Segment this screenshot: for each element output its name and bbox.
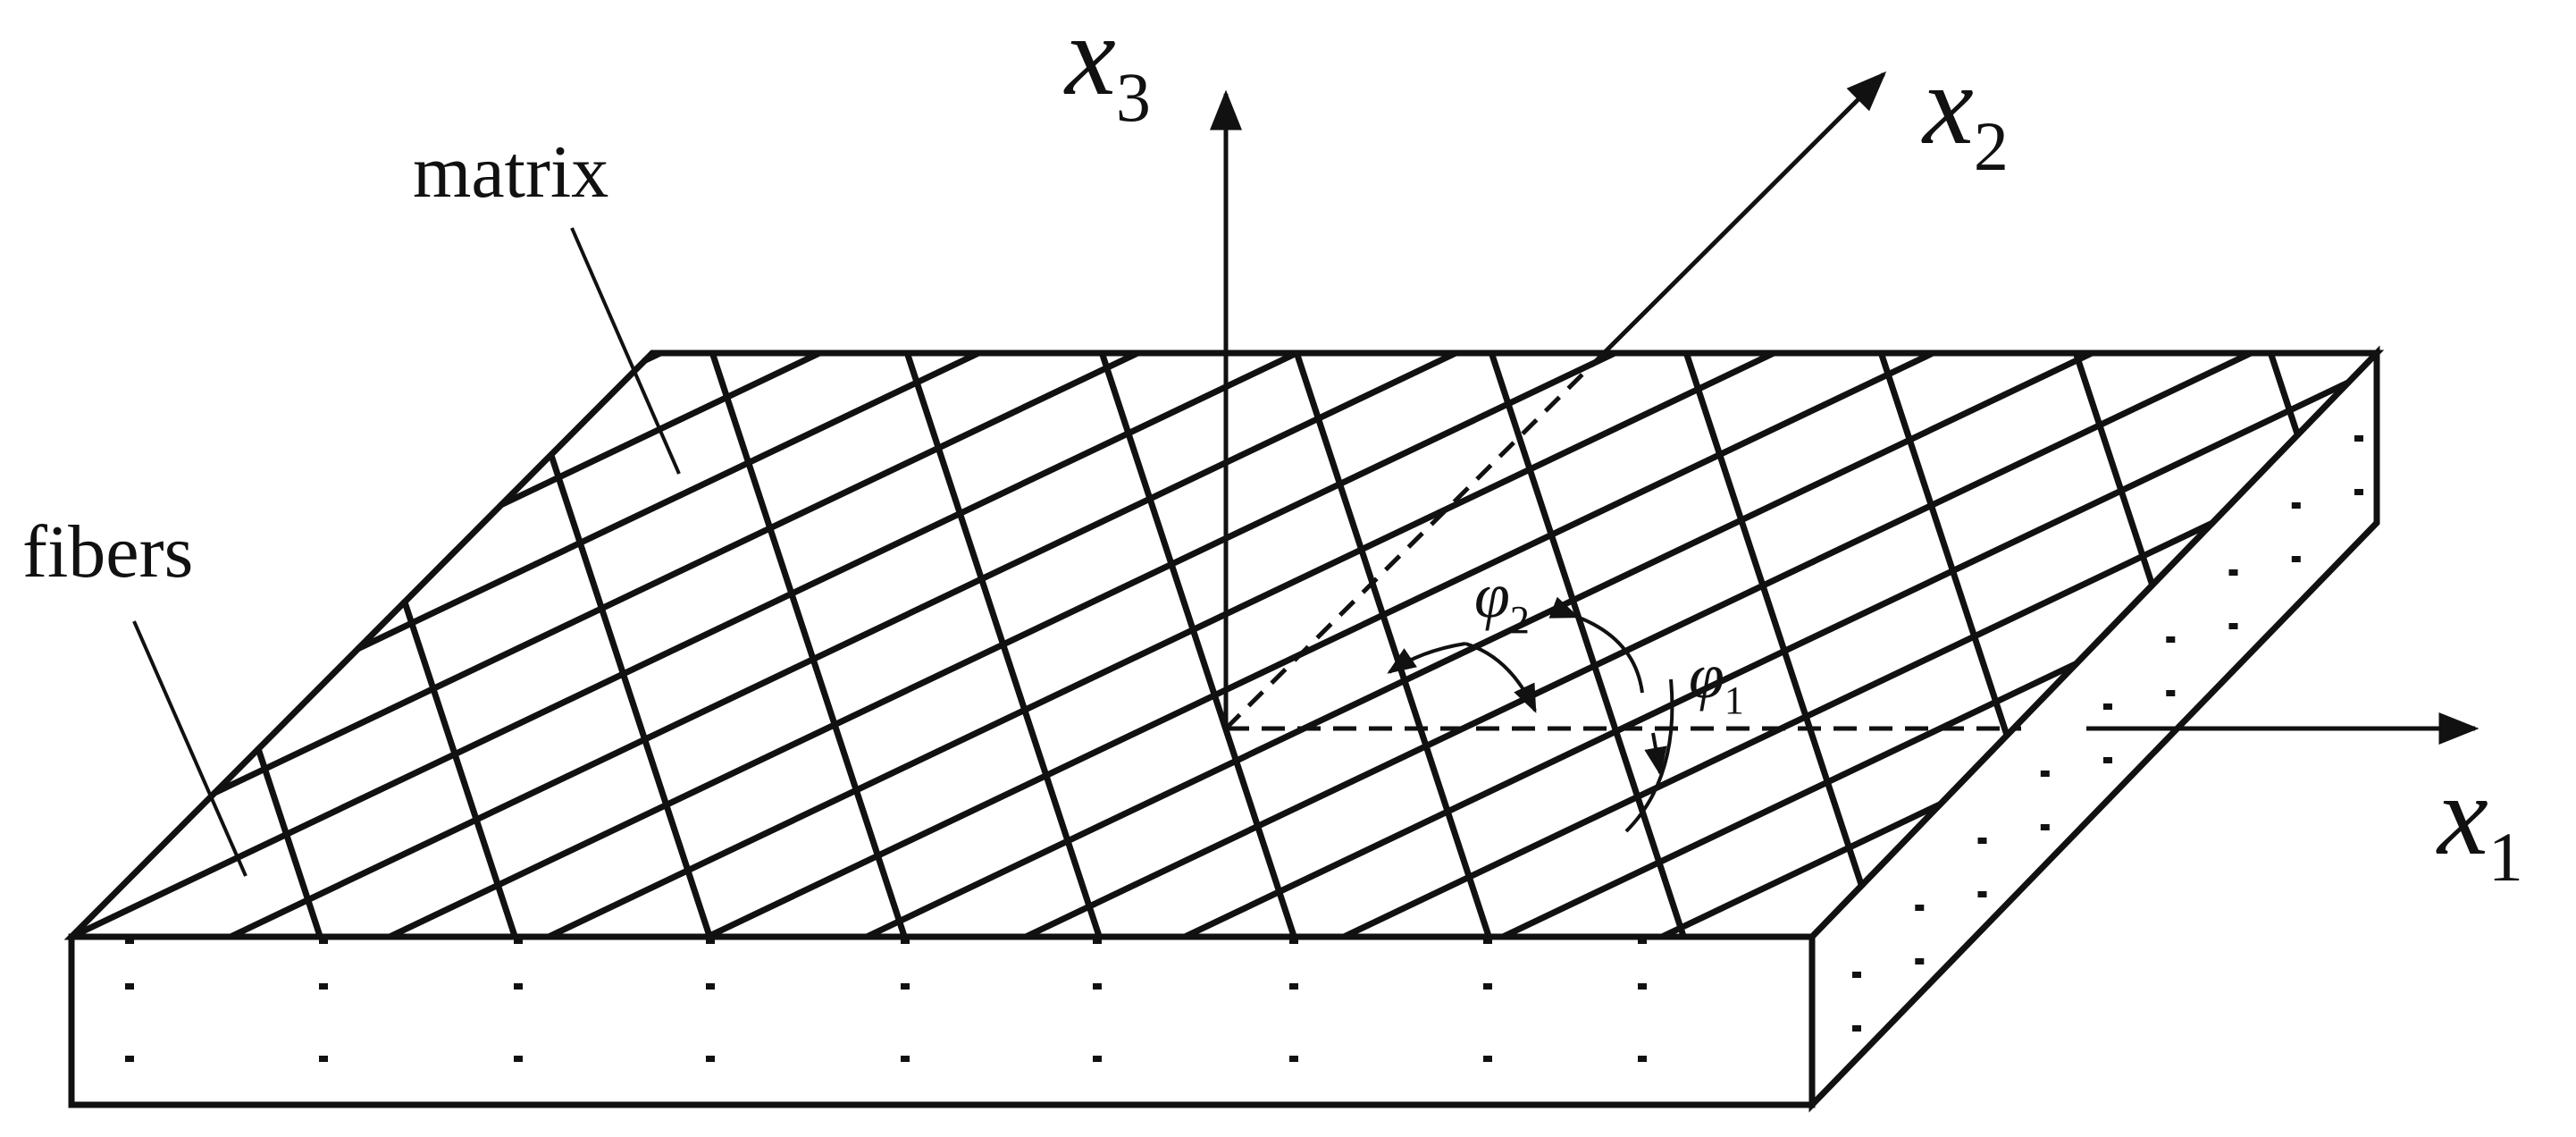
dot-top-6	[1289, 938, 1298, 944]
dot-top-2	[514, 938, 523, 944]
fiber-b-8	[386, 350, 1618, 940]
axes	[1210, 71, 2480, 745]
fiber-a-2	[548, 451, 713, 940]
fiber-a-11	[2267, 350, 2301, 438]
dot-mid-6	[1289, 983, 1298, 990]
dot-low-4	[901, 1056, 910, 1062]
dot-top-5	[1093, 938, 1102, 944]
dot-right-a-2	[1977, 838, 1987, 844]
fiber-b-11	[863, 350, 2095, 940]
x1-label: x1	[2436, 752, 2523, 896]
dot-mid-5	[1093, 983, 1102, 990]
dot-top-8	[1638, 938, 1647, 944]
dot-low-8	[1638, 1056, 1647, 1062]
x2-label: x2	[1921, 41, 2009, 185]
matrix-label: matrix	[413, 131, 608, 214]
plate-outline	[63, 345, 2385, 1113]
fiber-b-10	[704, 350, 1936, 940]
dot-right-a-4	[2103, 703, 2112, 710]
dot-top-1	[319, 938, 328, 944]
fiber-b-12	[1022, 350, 2254, 940]
dot-top-0	[125, 938, 134, 944]
fiber-grid	[68, 350, 2352, 940]
right-face	[1808, 345, 2380, 1113]
fibers-leader	[132, 620, 248, 877]
dot-low-7	[1483, 1056, 1492, 1062]
matrix-leader	[570, 227, 681, 475]
dot-mid-8	[1638, 983, 1647, 990]
fiber-b-16	[1658, 801, 1944, 940]
x2-axis	[1602, 71, 1887, 355]
dot-low-0	[125, 1056, 134, 1062]
dot-right-b-8	[2354, 489, 2363, 495]
dot-low-6	[1289, 1056, 1298, 1062]
fiber-a-0	[255, 745, 323, 940]
dot-right-b-5	[2166, 690, 2176, 696]
dot-right-a-6	[2228, 569, 2238, 576]
fiber-a-5	[1098, 350, 1297, 940]
fiber-a-7	[1488, 350, 1687, 940]
x3-label: x3	[1063, 0, 1151, 136]
phi1-arc	[1548, 596, 1644, 694]
dot-top-4	[901, 938, 910, 944]
dot-right-b-7	[2291, 556, 2301, 562]
dot-mid-1	[319, 983, 328, 990]
fiber-b-4	[355, 350, 982, 653]
phi2-label: φ2	[1474, 560, 1530, 642]
fiber-a-6	[1293, 350, 1492, 940]
dot-mid-7	[1483, 983, 1492, 990]
dot-low-3	[706, 1056, 715, 1062]
dot-right-b-2	[1977, 891, 1987, 897]
dot-right-b-3	[2040, 824, 2050, 830]
fiber-cross-section-dots	[125, 435, 2363, 1062]
fiber-b-5	[211, 350, 1141, 796]
phi2-arc	[1464, 642, 1537, 713]
fibers-label: fibers	[22, 510, 193, 594]
dot-right-b-4	[2103, 757, 2112, 763]
phi2-arc-left	[1387, 642, 1466, 674]
leader-lines	[132, 227, 681, 877]
dot-right-b-6	[2228, 623, 2238, 629]
fiber-b-9	[545, 350, 1777, 940]
dot-right-b-1	[1915, 958, 1925, 964]
fiber-a-8	[1682, 350, 1865, 889]
dot-low-1	[319, 1056, 328, 1062]
dot-right-a-0	[1852, 972, 1861, 978]
fiber-a-10	[2072, 350, 2156, 589]
phi1-arc-lower	[1624, 678, 1674, 833]
fiber-b-6	[68, 350, 1300, 940]
dot-low-5	[1093, 1056, 1102, 1062]
dot-right-a-8	[2354, 435, 2363, 442]
phi1-label: φ1	[1689, 640, 1744, 722]
dot-mid-3	[706, 983, 715, 990]
fiber-b-13	[1181, 379, 2352, 940]
dot-top-3	[706, 938, 715, 944]
phi1-arc-tick	[1644, 732, 1667, 777]
dot-right-a-1	[1915, 905, 1925, 911]
angle-arcs	[1387, 596, 1674, 833]
dot-mid-2	[514, 983, 523, 990]
fiber-a-1	[401, 598, 518, 940]
dot-right-a-5	[2166, 636, 2176, 643]
dot-top-7	[1483, 938, 1492, 944]
dot-mid-0	[125, 983, 134, 990]
fiber-a-3	[709, 350, 908, 940]
dot-right-a-7	[2291, 502, 2301, 509]
fiber-b-15	[1499, 660, 2080, 940]
fiber-b-7	[227, 350, 1459, 940]
dot-low-2	[514, 1056, 523, 1062]
dot-right-b-0	[1852, 1025, 1861, 1032]
fiber-a-9	[1877, 350, 2010, 739]
x2-axis-hidden	[1224, 351, 1606, 730]
dot-right-a-3	[2040, 771, 2050, 777]
dot-mid-4	[901, 983, 910, 990]
front-face	[68, 933, 1816, 1108]
